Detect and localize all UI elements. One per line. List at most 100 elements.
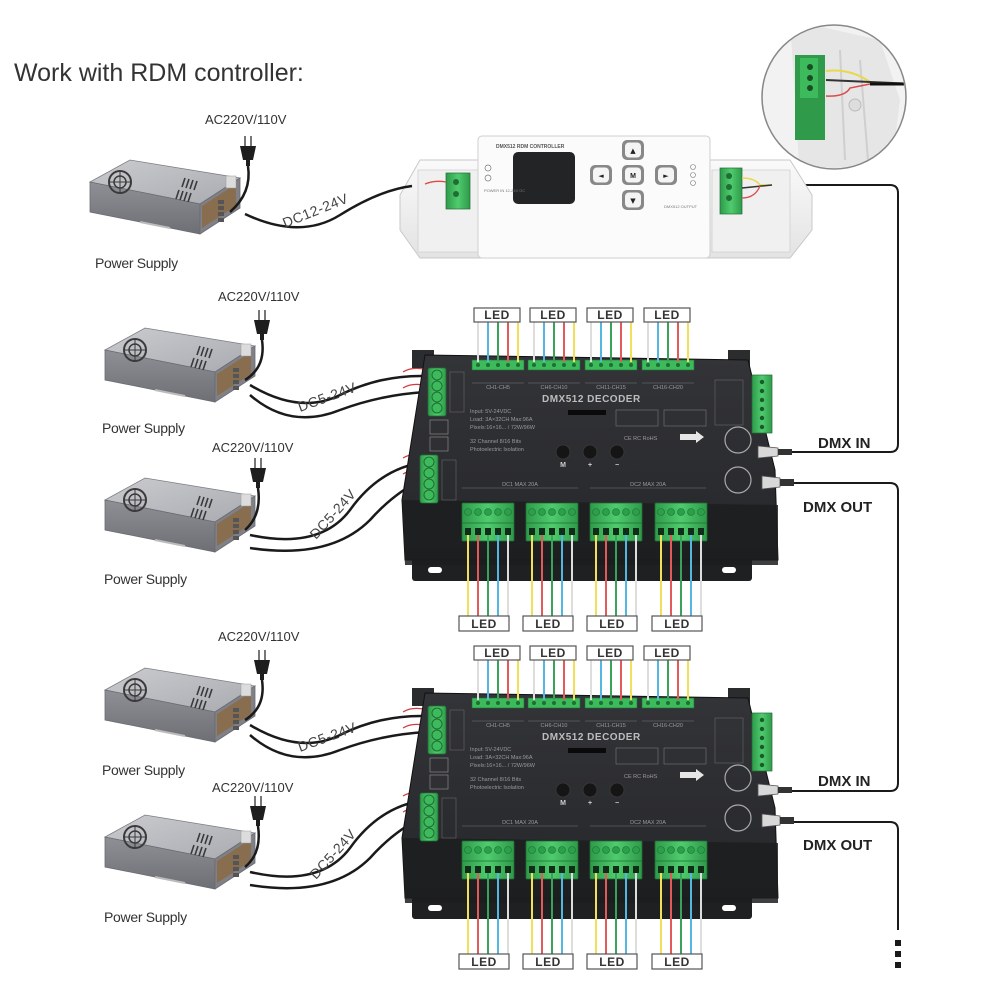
led-label: LED	[540, 308, 566, 322]
button-cap[interactable]	[555, 444, 571, 460]
button-cap[interactable]	[555, 782, 571, 798]
dip-info-panel	[663, 409, 707, 427]
led-box	[586, 645, 634, 661]
led-label: LED	[471, 955, 497, 969]
decoder-title: DMX512 DECODER	[542, 394, 641, 405]
dmx-signal-lines	[770, 184, 899, 930]
led-box	[643, 645, 691, 661]
terminal-pin	[759, 424, 765, 430]
terminal-pin	[759, 397, 765, 403]
led-box	[586, 307, 634, 323]
decoder-button-plus[interactable]: +	[582, 782, 598, 807]
dmx512-decoder-1: LED LED LED LED CH1-CH5 CH6-CH10 CH11-CH15 CH16…	[401, 307, 872, 632]
power-supply-label: Power Supply	[104, 909, 187, 925]
decoder-button-minus[interactable]: −	[609, 444, 625, 469]
dc-group-label: DC2 MAX 20A	[630, 482, 666, 488]
ac-power-cord	[229, 165, 250, 213]
terminal-pin	[759, 415, 765, 421]
terminal-pin	[759, 735, 765, 741]
spec-line: Pixels:16×16... / 72W/96W	[470, 763, 536, 769]
led-box	[473, 645, 521, 661]
menu-button-label: M	[630, 173, 636, 180]
power-input-terminal-2	[419, 454, 439, 504]
ac-power-cord	[244, 679, 264, 722]
ac-voltage-label: AC220V/110V	[218, 289, 300, 304]
button-cap[interactable]	[609, 782, 625, 798]
decoder-button-plus[interactable]: +	[582, 444, 598, 469]
power-supply-unit	[104, 477, 256, 553]
dc-power-wire	[249, 730, 426, 759]
dip-info-panel	[615, 409, 659, 427]
ac-power-cord	[244, 487, 260, 531]
decoder-button-menu[interactable]: M	[555, 444, 571, 469]
channel-group-label: CH6-CH10	[541, 385, 568, 391]
rj45-port-icon	[429, 757, 449, 773]
channel-group-label: CH11-CH15	[596, 385, 626, 391]
dmx-out-plug-boot	[780, 479, 794, 486]
arrow-left-icon: ◄	[598, 172, 604, 180]
power-supply-unit	[89, 159, 241, 235]
power-supply-unit	[104, 667, 256, 743]
mounting-hole	[428, 567, 442, 573]
ac-power-cord	[244, 339, 264, 382]
controller-button-down[interactable]: ▼	[622, 190, 644, 210]
power-supply-label: Power Supply	[95, 255, 178, 271]
button-cap[interactable]	[582, 444, 598, 460]
led-label: LED	[654, 308, 680, 322]
dmx-out-label: DMX OUT	[803, 837, 872, 854]
ac-voltage-label: AC220V/110V	[212, 780, 294, 795]
spec-line: Load: 3A×32CH Max:96A	[470, 755, 533, 761]
led-label: LED	[535, 955, 561, 969]
controller-button-left[interactable]: ◄	[590, 165, 612, 185]
power-supply-label: Power Supply	[102, 762, 185, 778]
controller-button-right[interactable]: ►	[655, 165, 677, 185]
terminal-label-panel	[449, 371, 465, 413]
dmx-in-plug	[757, 783, 779, 797]
decoder-button-minus[interactable]: −	[609, 782, 625, 807]
spec-line: Pixels:16×16... / 72W/96W	[470, 425, 536, 431]
spec-line: Input: 5V-24VDC	[470, 747, 511, 753]
ac-voltage-label: AC220V/110V	[212, 440, 294, 455]
power-supply-label: Power Supply	[104, 571, 187, 587]
terminal-pin	[759, 717, 765, 723]
led-box	[522, 953, 574, 970]
led-label: LED	[540, 646, 566, 660]
dmx-out-plug	[761, 475, 781, 490]
button-cap[interactable]	[582, 782, 598, 798]
led-label: LED	[471, 617, 497, 631]
controller-button-up[interactable]: ▲	[622, 140, 644, 160]
controller-button-menu[interactable]: M	[622, 165, 644, 185]
controller-power-terminal	[445, 172, 471, 210]
terminal-label-panel	[714, 379, 744, 426]
channel-group-label: CH1-CH5	[486, 723, 510, 729]
diagram-title: Work with RDM controller:	[14, 59, 304, 87]
led-box	[651, 953, 703, 970]
dc-voltage-label: DC5-24V	[296, 719, 359, 755]
controller-output-indicators: DMX512 OUTPUT	[664, 164, 698, 209]
continuation-dots	[895, 940, 901, 968]
led-label: LED	[535, 617, 561, 631]
channel-group-label: CH11-CH15	[596, 723, 626, 729]
dmx-side-terminal	[751, 712, 773, 772]
decoder-button-menu[interactable]: M	[555, 782, 571, 807]
mounting-hole	[722, 567, 736, 573]
terminal-pin	[759, 406, 765, 412]
led-label: LED	[654, 646, 680, 660]
arrow-right-icon	[680, 769, 704, 781]
channel-group-label: CH16-CH20	[653, 385, 683, 391]
button-cap[interactable]	[609, 444, 625, 460]
mounting-hole	[428, 905, 442, 911]
channel-group-label: CH1-CH5	[486, 385, 510, 391]
power-plug-icon	[253, 309, 271, 341]
button-label: +	[588, 800, 592, 807]
arrow-down-icon: ▼	[630, 197, 636, 205]
led-label: LED	[597, 646, 623, 660]
spec-line: 32 Channel 8/16 Bits	[470, 439, 521, 445]
rj45-port-icon	[429, 774, 449, 790]
channel-group-label: CH16-CH20	[653, 723, 683, 729]
